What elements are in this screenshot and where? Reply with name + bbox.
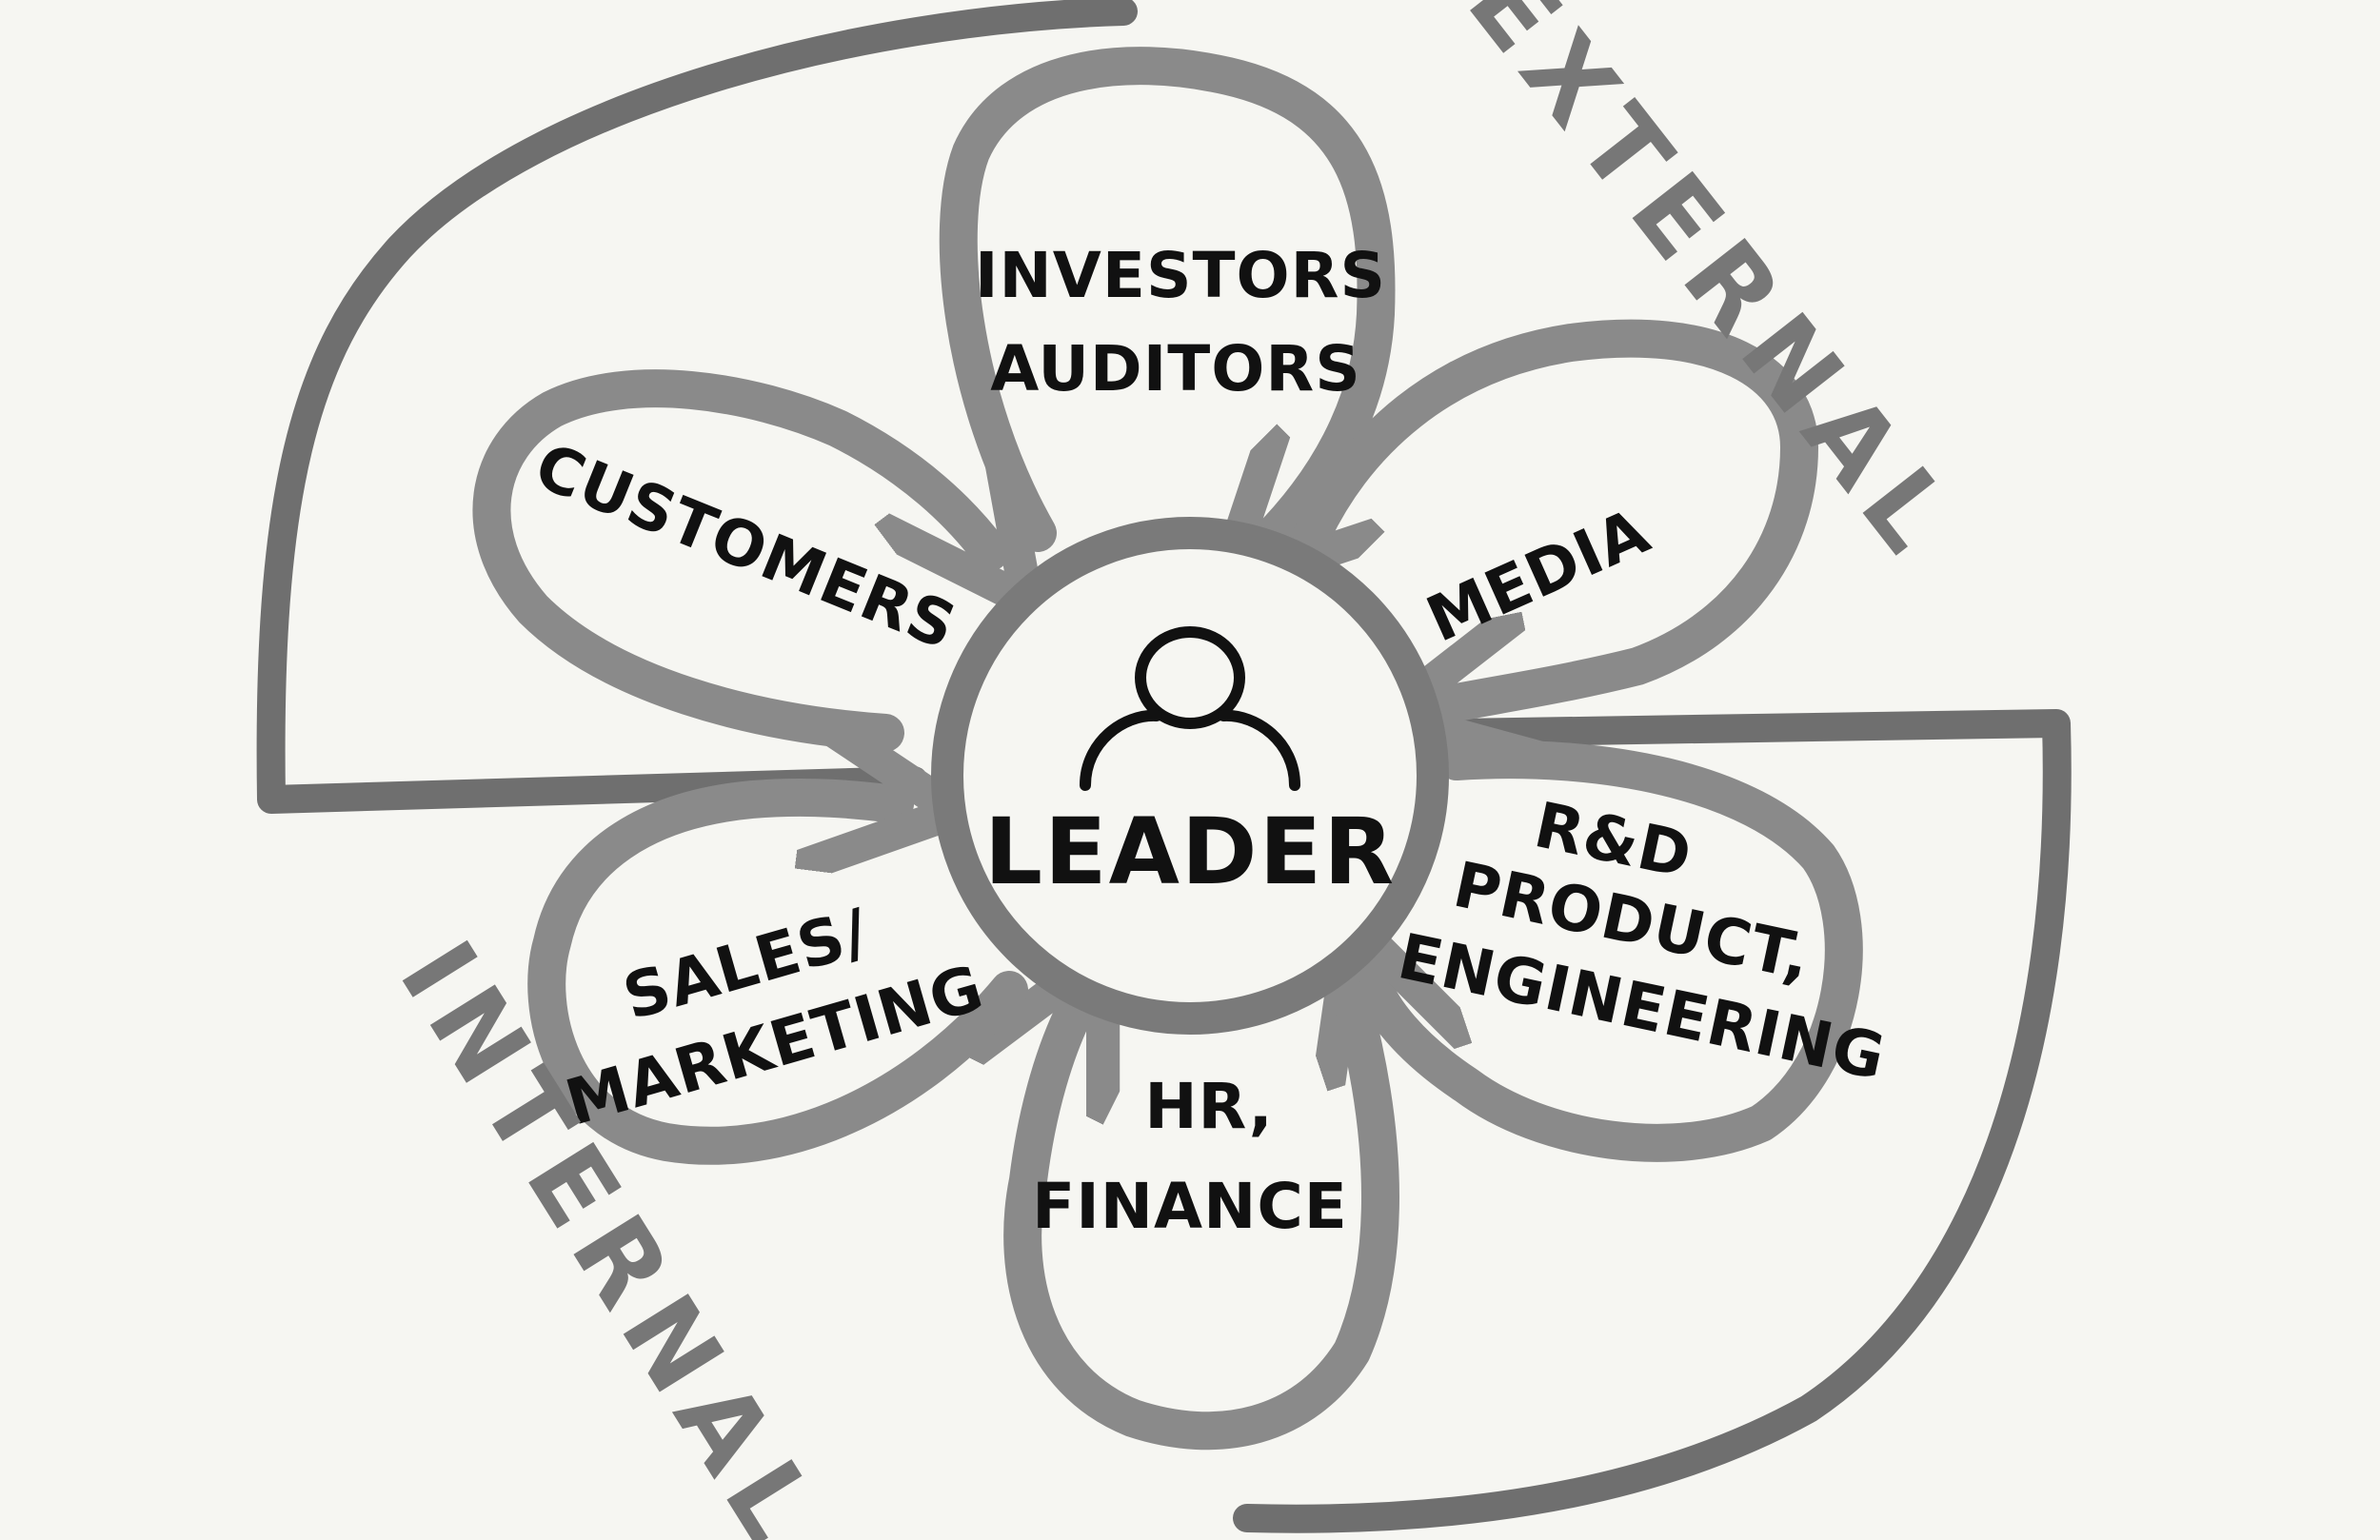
petal-label-media: MEDIA bbox=[1417, 494, 1660, 656]
region-label-external: EXTERNAL bbox=[1444, 0, 1982, 583]
petal-label-hr: HR, bbox=[1144, 1070, 1273, 1143]
petal-investors-auditors bbox=[939, 47, 1396, 543]
petal-hr-finance bbox=[1022, 999, 1399, 1451]
petal-sales-marketing bbox=[527, 798, 1028, 1165]
petal-label-investors: INVESTORS bbox=[975, 239, 1386, 312]
petal-rd-product-engineering bbox=[1371, 740, 1863, 1162]
petal-media bbox=[1285, 319, 1818, 704]
petal-label-finance: FINANCE bbox=[1032, 1170, 1348, 1243]
person-icon bbox=[1080, 626, 1300, 791]
external-boundary-arc bbox=[256, 0, 1138, 814]
petal-label-auditors: AUDITORS bbox=[990, 332, 1360, 405]
petal-customers bbox=[472, 369, 990, 752]
leader-circle bbox=[931, 517, 1449, 1035]
leader-label: LEADER bbox=[984, 799, 1396, 905]
internal-boundary-arc bbox=[1233, 709, 2072, 1533]
